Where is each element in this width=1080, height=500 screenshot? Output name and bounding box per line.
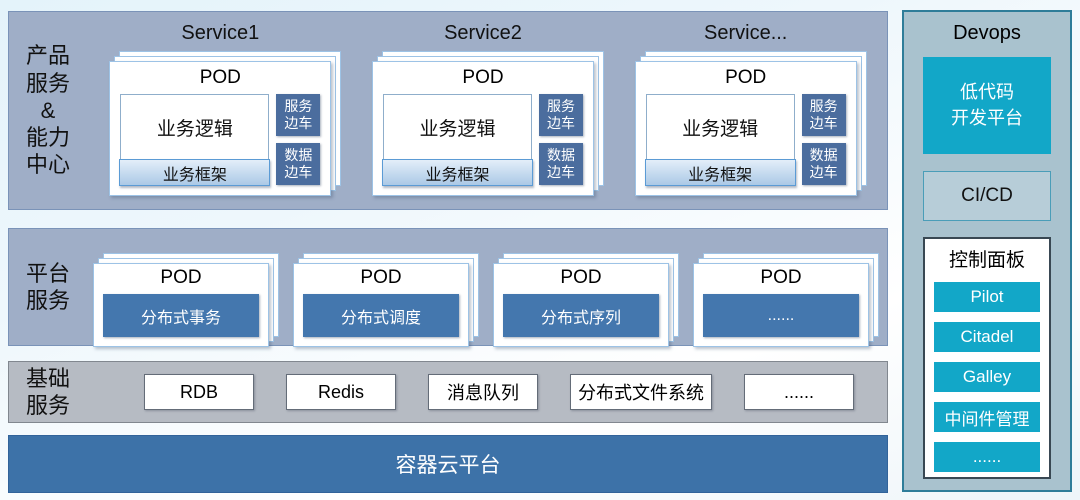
service-title: Service2 — [444, 22, 522, 44]
control-panel-item: Galley — [934, 362, 1040, 392]
pod-card: POD 分布式事务 — [93, 263, 269, 347]
basic-service-box: Redis — [286, 374, 396, 410]
platform-pod-row: POD 分布式事务 POD 分布式调度 POD — [87, 229, 887, 347]
service-sidecar-box: 服务 边车 — [801, 94, 846, 136]
pod-title: POD — [725, 67, 767, 88]
pod-stack: POD 业务逻辑 业务框架 服务 边车 数据 边车 — [634, 51, 867, 196]
control-panel-item: Pilot — [934, 282, 1040, 312]
service-sidecar-box: 服务 边车 — [276, 94, 321, 136]
pod-card: POD 业务逻辑 业务框架 服务 边车 数据 边车 — [634, 61, 857, 196]
data-sidecar-box: 数据 边车 — [276, 143, 321, 185]
business-logic-label: 业务逻辑 — [682, 118, 759, 140]
devops-panel: Devops 低代码 开发平台 CI/CD 控制面板 Pilot Citadel… — [902, 10, 1072, 492]
data-sidecar-box: 数据 边车 — [801, 143, 846, 185]
pod-title: POD — [360, 267, 402, 288]
section-basic-services: 基础 服务 RDB Redis 消息队列 分布式文件系统 ...... — [8, 361, 888, 423]
section-label-platform: 平台 服务 — [25, 260, 70, 313]
pod-stack: POD 业务逻辑 业务框架 服务 边车 数据 边车 — [109, 51, 342, 196]
section-platform-services: 平台 服务 POD 分布式事务 POD 分布式调度 — [8, 228, 888, 347]
control-panel-item: 中间件管理 — [934, 402, 1040, 432]
pod-title: POD — [760, 267, 802, 288]
pod-card: POD 分布式序列 — [493, 263, 669, 347]
sidecar-column: 服务 边车 数据 边车 — [539, 94, 583, 185]
pod-stack: POD 分布式事务 — [93, 253, 279, 347]
data-sidecar-box: 数据 边车 — [539, 143, 583, 185]
service-columns: Service1 POD 业务逻辑 业务框架 — [87, 12, 887, 209]
main-architecture-column: 产品 服务 & 能力 中心 Service1 POD 业务逻辑 业务框架 — [8, 11, 888, 493]
devops-title: Devops — [953, 22, 1021, 44]
control-panel-item: Citadel — [934, 322, 1040, 352]
pod-title: POD — [160, 267, 202, 288]
section-label-basic: 基础 服务 — [25, 365, 70, 418]
business-logic-box: 业务逻辑 业务框架 — [644, 94, 796, 186]
pod-stack: POD 分布式序列 — [493, 253, 679, 347]
platform-service-box: 分布式调度 — [303, 294, 459, 337]
pod-stack: POD 分布式调度 — [293, 253, 479, 347]
pod-stack: POD 业务逻辑 业务框架 服务 边车 数据 边车 — [372, 51, 604, 196]
pod-content: 业务逻辑 业务框架 服务 边车 数据 边车 — [382, 94, 583, 186]
control-panel-box: 控制面板 Pilot Citadel Galley 中间件管理 ...... — [923, 237, 1051, 479]
cicd-box: CI/CD — [923, 171, 1051, 221]
service-title: Service... — [704, 22, 788, 44]
business-logic-box: 业务逻辑 业务框架 — [119, 94, 271, 186]
control-panel-item: ...... — [934, 442, 1040, 472]
service-column-3: Service... POD 业务逻辑 业务框架 — [614, 20, 877, 209]
service-column-1: Service1 POD 业务逻辑 业务框架 — [89, 20, 352, 209]
pod-title: POD — [462, 67, 504, 88]
lowcode-platform-box: 低代码 开发平台 — [923, 57, 1051, 154]
pod-content: 业务逻辑 业务框架 服务 边车 数据 边车 — [644, 94, 846, 186]
pod-card: POD 业务逻辑 业务框架 服务 边车 数据 边车 — [372, 61, 594, 196]
control-panel-title: 控制面板 — [948, 250, 1025, 271]
platform-service-box: 分布式序列 — [503, 294, 659, 337]
section-product-services: 产品 服务 & 能力 中心 Service1 POD 业务逻辑 业务框架 — [8, 11, 888, 210]
basic-service-row: RDB Redis 消息队列 分布式文件系统 ...... — [87, 362, 887, 422]
pod-title: POD — [199, 67, 241, 88]
pod-card: POD ...... — [693, 263, 869, 347]
basic-service-box: ...... — [744, 374, 854, 410]
service-sidecar-box: 服务 边车 — [539, 94, 583, 136]
business-framework-bar: 业务框架 — [644, 159, 796, 186]
business-framework-bar: 业务框架 — [382, 159, 533, 186]
pod-stack: POD ...... — [693, 253, 879, 347]
pod-content: 业务逻辑 业务框架 服务 边车 数据 边车 — [119, 94, 321, 186]
business-framework-bar: 业务框架 — [119, 159, 271, 186]
basic-service-box: 分布式文件系统 — [570, 374, 712, 410]
container-cloud-platform-bar: 容器云平台 — [8, 435, 888, 493]
sidecar-column: 服务 边车 数据 边车 — [801, 94, 846, 185]
pod-card: POD 分布式调度 — [293, 263, 469, 347]
service-column-2: Service2 POD 业务逻辑 业务框架 — [352, 20, 615, 209]
business-logic-box: 业务逻辑 业务框架 — [382, 94, 533, 186]
service-title: Service1 — [181, 22, 260, 44]
business-logic-label: 业务逻辑 — [156, 118, 233, 140]
sidecar-column: 服务 边车 数据 边车 — [276, 94, 321, 185]
platform-service-box: ...... — [703, 294, 859, 337]
basic-service-box: RDB — [144, 374, 254, 410]
basic-service-box: 消息队列 — [428, 374, 538, 410]
section-label-products: 产品 服务 & 能力 中心 — [25, 43, 70, 178]
pod-card: POD 业务逻辑 业务框架 服务 边车 数据 边车 — [109, 61, 332, 196]
platform-service-box: 分布式事务 — [103, 294, 259, 337]
business-logic-label: 业务逻辑 — [419, 118, 496, 140]
pod-title: POD — [560, 267, 602, 288]
